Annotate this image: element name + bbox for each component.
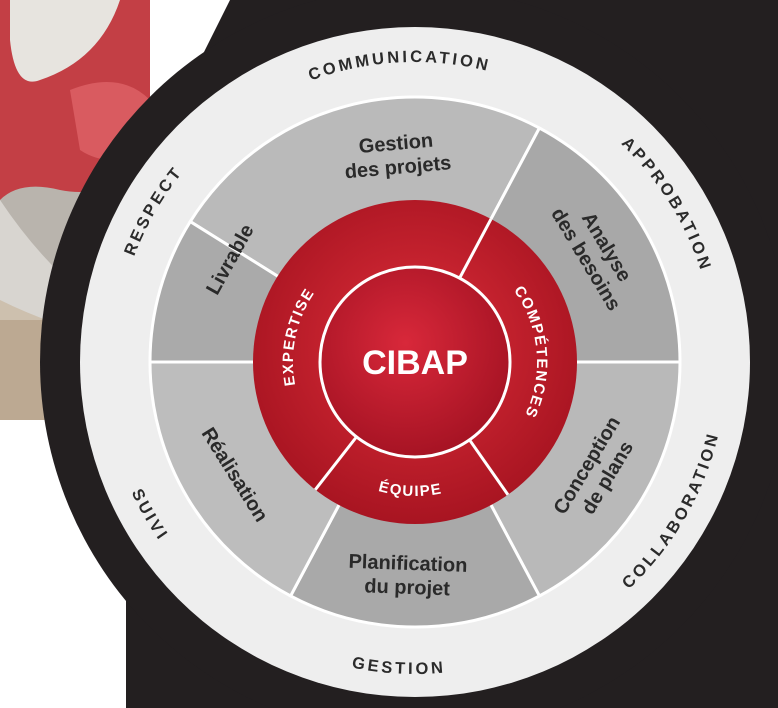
inner-ring-label: ÉQUIPE: [377, 478, 444, 500]
red-ring-dividers: [314, 218, 510, 496]
segment-label-line: du projet: [364, 575, 451, 600]
red-ring-divider: [468, 438, 510, 496]
red-ring-divider: [458, 218, 493, 279]
segment-label-line: Planification: [348, 551, 468, 577]
center-label: CIBAP: [362, 344, 468, 382]
red-ring-divider: [314, 435, 358, 491]
center-circle: [318, 265, 512, 459]
